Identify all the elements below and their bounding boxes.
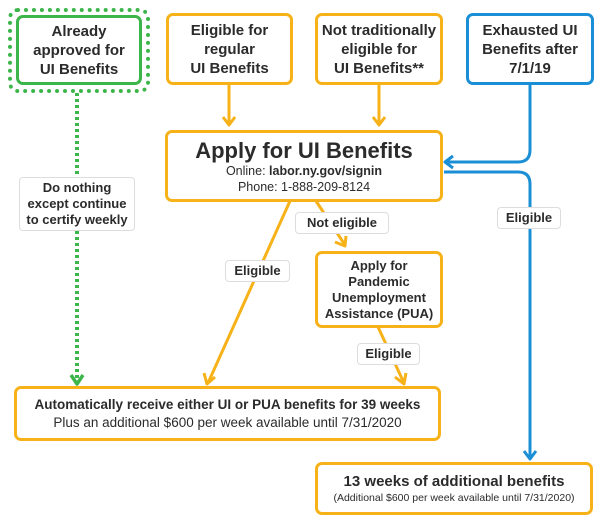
edge-apply-to-13weeks [444, 170, 532, 458]
node-apply-pua: Apply for Pandemic Unemployment Assistan… [315, 251, 443, 328]
node-not-traditionally-eligible: Not traditionally eligible for UI Benefi… [315, 13, 443, 85]
node-not-traditionally-line-2: eligible for [341, 40, 417, 58]
arrowhead-green [69, 374, 85, 386]
node-eligible-regular-line-2: regular [204, 40, 255, 58]
apply-ui-online-label: Online: [225, 163, 270, 178]
apply-ui-title: Apply for UI Benefits [195, 137, 413, 163]
node-auto-receive: Automatically receive either UI or PUA b… [14, 386, 441, 441]
node-not-traditionally-line-3: UI Benefits** [333, 59, 425, 77]
node-apply-pua-line-1: Apply for [350, 257, 408, 273]
node-13-weeks: 13 weeks of additional benefits (Additio… [315, 462, 593, 515]
edge-exhausted-to-apply [446, 84, 532, 164]
arrowhead-pua-auto [394, 372, 408, 386]
arrowhead-apply-pua [334, 235, 348, 248]
node-apply-pua-line-3: Unemployment [332, 289, 426, 305]
edge-label-not-eligible: Not eligible [295, 212, 389, 234]
arrowhead-regular [221, 116, 237, 127]
node-already-approved-line-3: UI Benefits [39, 60, 119, 78]
edge-label-do-nothing-line-3: to certify weekly [26, 212, 128, 227]
arrowhead-nottrad [371, 116, 387, 127]
node-exhausted-line-2: Benefits after [482, 40, 578, 58]
node-exhausted-line-3: 7/1/19 [509, 59, 551, 77]
node-not-traditionally-line-1: Not traditionally [321, 21, 437, 39]
node-exhausted-line-1: Exhausted UI [482, 21, 578, 39]
node-eligible-regular-line-3: UI Benefits [190, 59, 269, 77]
apply-ui-online-link[interactable]: labor.ny.gov/signin [269, 163, 383, 178]
edge-label-eligible-blue: Eligible [497, 207, 561, 229]
edge-label-eligible-left: Eligible [225, 260, 290, 282]
thirteen-weeks-title: 13 weeks of additional benefits [343, 473, 565, 490]
edge-label-do-nothing-line-2: except continue [27, 196, 127, 211]
node-eligible-regular-line-1: Eligible for [190, 21, 269, 39]
node-apply-pua-line-2: Pandemic [348, 273, 410, 289]
arrowhead-apply-auto [202, 372, 216, 386]
edge-apply-to-auto [206, 200, 292, 384]
node-already-approved-line-2: approved for [33, 41, 125, 59]
edge-label-eligible-pua: Eligible [357, 343, 420, 365]
node-already-approved-line-1: Already [51, 22, 107, 40]
thirteen-weeks-subtitle: (Additional $600 per week available unti… [333, 492, 575, 504]
edge-label-do-nothing: Do nothing except continue to certify we… [19, 177, 135, 231]
node-exhausted-ui: Exhausted UI Benefits after 7/1/19 [466, 13, 594, 85]
node-apply-ui: Apply for UI Benefits Online: labor.ny.g… [165, 130, 443, 202]
apply-ui-online: Online: labor.ny.gov/signin [226, 163, 382, 179]
edge-label-do-nothing-line-1: Do nothing [42, 180, 112, 195]
auto-receive-subtitle: Plus an additional $600 per week availab… [53, 414, 402, 430]
arrowhead-blue-down [522, 450, 538, 461]
auto-receive-title: Automatically receive either UI or PUA b… [34, 396, 421, 412]
node-already-approved: Already approved for UI Benefits [16, 15, 142, 85]
already-approved-outline [8, 8, 150, 93]
node-apply-pua-line-4: Assistance (PUA) [324, 305, 434, 321]
apply-ui-phone: Phone: 1-888-209-8124 [237, 179, 371, 194]
node-eligible-regular: Eligible for regular UI Benefits [166, 13, 293, 85]
arrowhead-blue-left [443, 154, 454, 170]
